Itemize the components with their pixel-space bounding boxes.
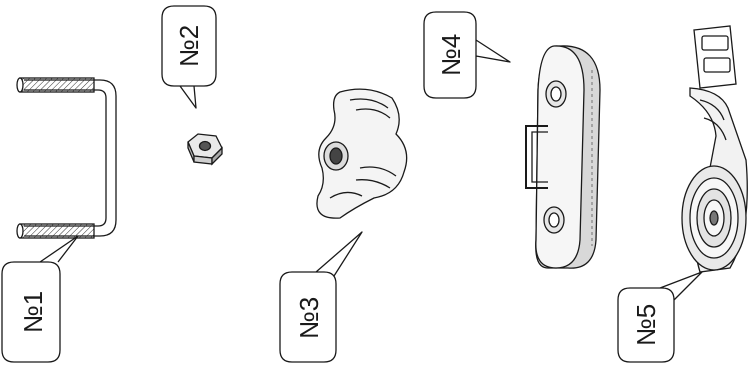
part-label-2: №2 xyxy=(174,25,204,67)
callout-bubble-2: №2 xyxy=(161,5,217,109)
callout-bubble-5: №5 xyxy=(617,271,703,363)
three-lobe-knob-icon xyxy=(316,88,408,219)
mounting-plate-icon xyxy=(525,45,601,269)
hex-nut-icon xyxy=(187,133,223,166)
callout-bubble-4: №4 xyxy=(423,11,511,99)
callout-bubble-3: №3 xyxy=(279,231,363,363)
part-label-1: №1 xyxy=(18,291,48,333)
u-bolt-icon xyxy=(16,77,117,239)
coiled-strap-icon xyxy=(681,25,748,273)
part-label-3: №3 xyxy=(294,297,324,339)
part-label-4: №4 xyxy=(436,34,466,76)
part-label-5: №5 xyxy=(631,304,661,346)
callout-bubble-1: №1 xyxy=(1,235,79,363)
